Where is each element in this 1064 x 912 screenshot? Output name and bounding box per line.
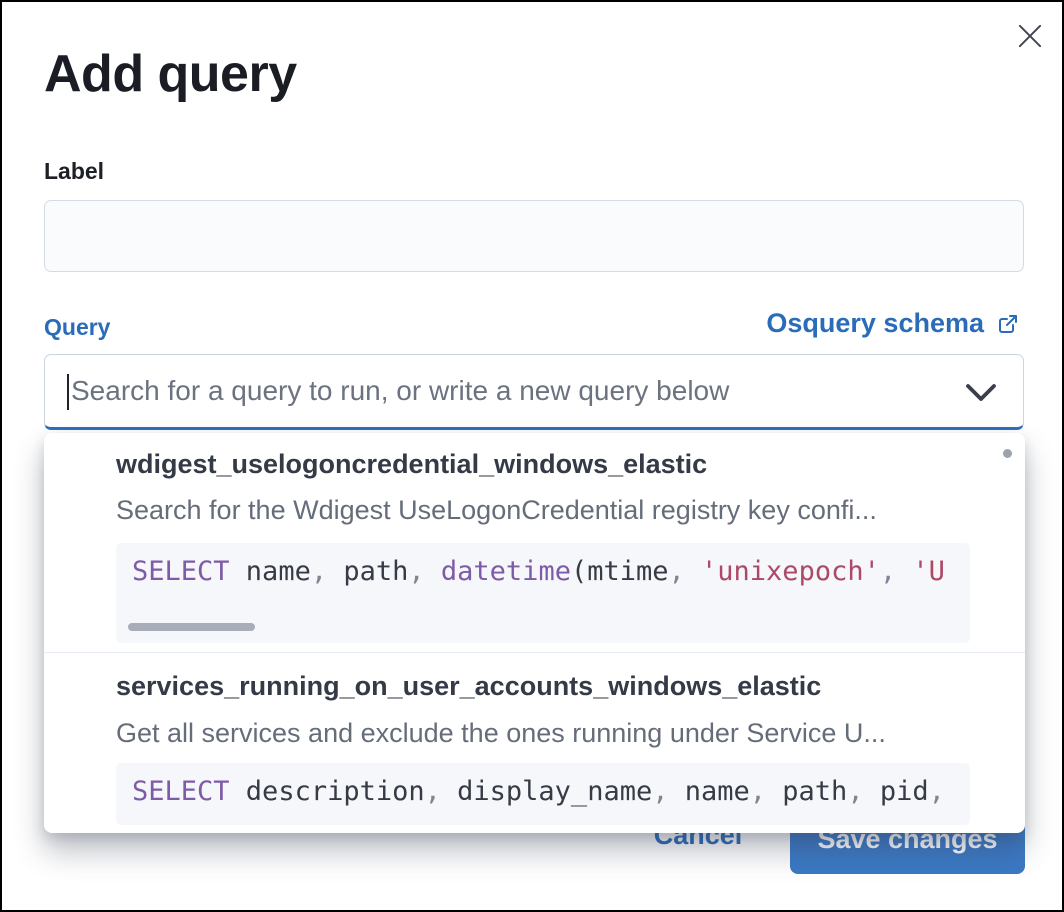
query-option-title: services_running_on_user_accounts_window… bbox=[116, 671, 822, 701]
osquery-schema-link[interactable]: Osquery schema bbox=[766, 308, 1020, 339]
horizontal-scrollbar-thumb[interactable] bbox=[128, 623, 255, 631]
option-divider bbox=[44, 652, 1025, 653]
query-search-combobox[interactable] bbox=[44, 354, 1024, 430]
query-option-title: wdigest_uselogoncredential_windows_elast… bbox=[116, 449, 708, 479]
sql-preview: SELECT description, display_name, name, … bbox=[116, 763, 970, 825]
query-search-input[interactable] bbox=[69, 356, 963, 426]
external-link-icon bbox=[999, 314, 1017, 333]
sql-code: SELECT name, path, datetime(mtime, 'unix… bbox=[132, 556, 945, 587]
chevron-down-icon[interactable] bbox=[965, 384, 997, 402]
query-field-label: Query bbox=[44, 314, 111, 340]
page-title: Add query bbox=[44, 45, 297, 103]
text-cursor bbox=[67, 374, 69, 410]
sql-code: SELECT description, display_name, name, … bbox=[132, 776, 945, 807]
query-option-description: Search for the Wdigest UseLogonCredentia… bbox=[116, 495, 877, 525]
query-options-dropdown: wdigest_uselogoncredential_windows_elast… bbox=[44, 433, 1025, 833]
close-button[interactable] bbox=[1008, 14, 1052, 58]
vertical-scrollbar-thumb[interactable] bbox=[1003, 449, 1012, 458]
label-input[interactable] bbox=[44, 200, 1024, 272]
osquery-schema-link-label: Osquery schema bbox=[766, 308, 984, 338]
label-field-label: Label bbox=[44, 158, 105, 184]
query-option-description: Get all services and exclude the ones ru… bbox=[116, 718, 886, 748]
query-option[interactable]: wdigest_uselogoncredential_windows_elast… bbox=[44, 433, 1025, 652]
close-icon bbox=[1018, 24, 1042, 48]
query-option[interactable]: services_running_on_user_accounts_window… bbox=[44, 652, 1025, 833]
sql-preview: SELECT name, path, datetime(mtime, 'unix… bbox=[116, 543, 970, 643]
